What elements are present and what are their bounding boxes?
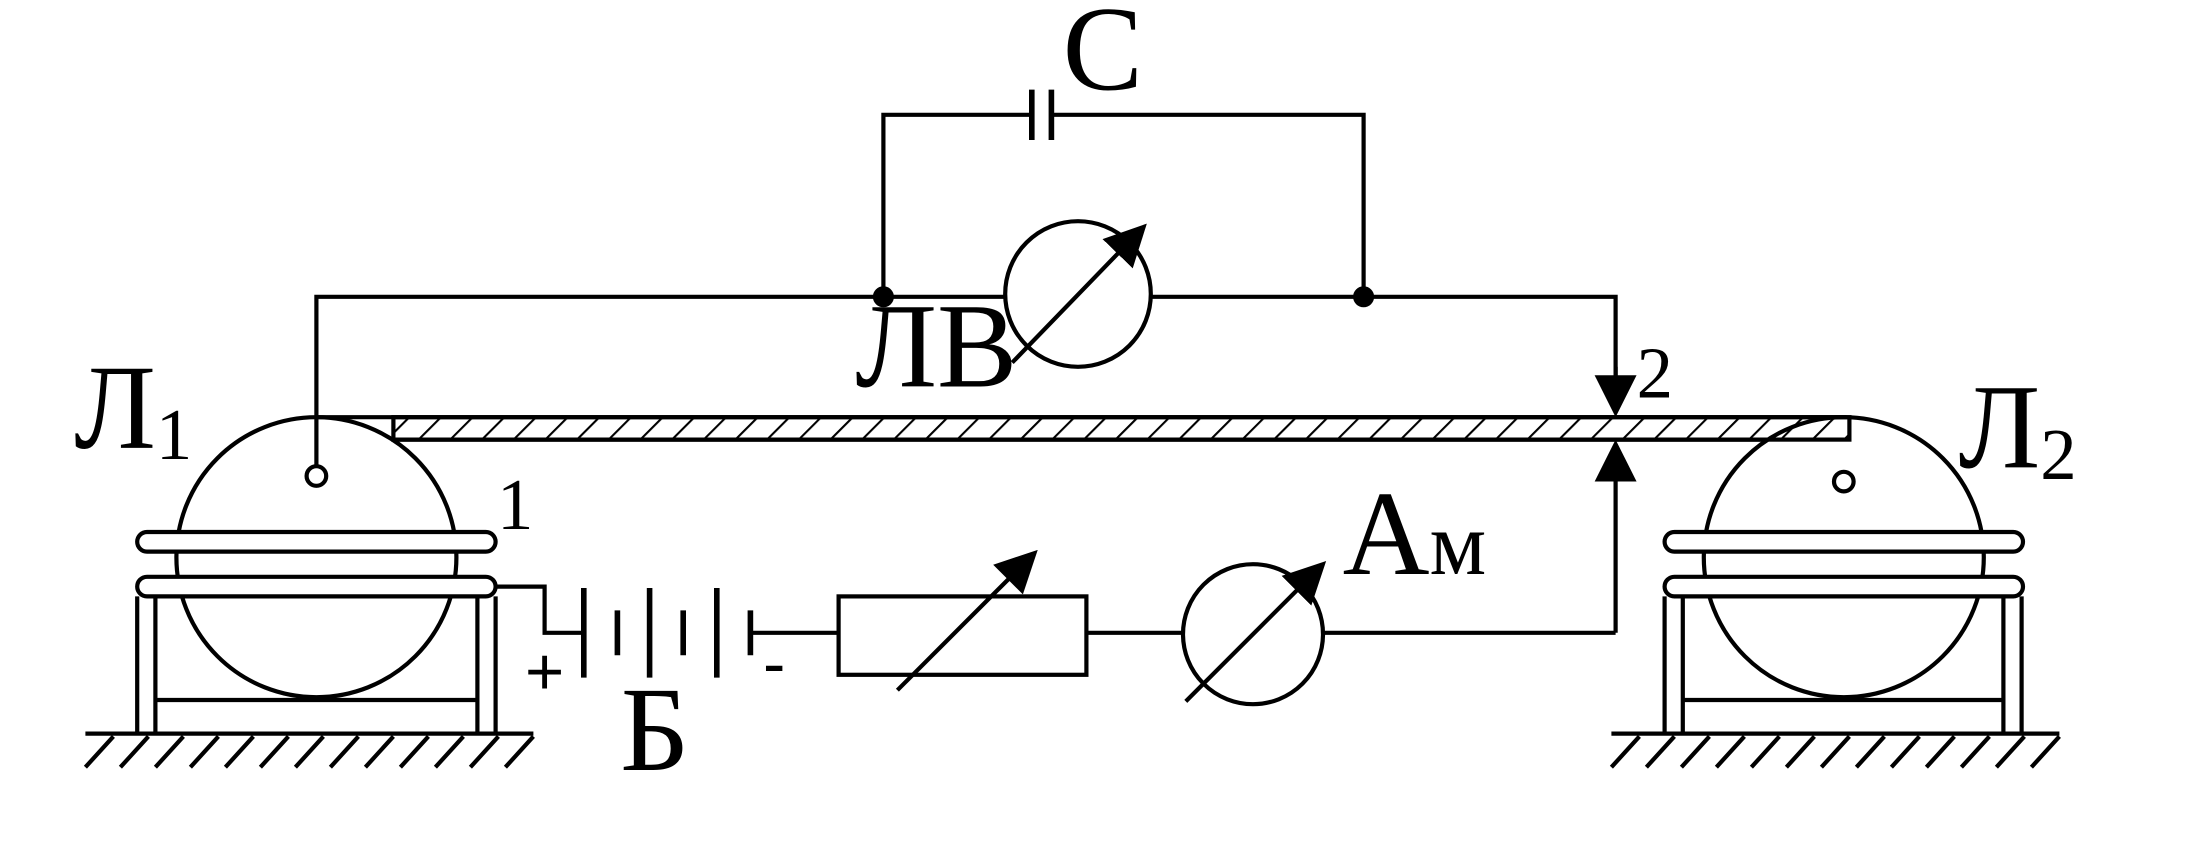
capacitor-branch (881, 112, 1366, 297)
ammeter-arrow-icon (1184, 561, 1327, 703)
battery-symbol (580, 588, 754, 678)
junction-dot-left (872, 286, 894, 308)
capacitor-label: С (1063, 0, 1143, 117)
voltmeter-label: ЛВ (855, 280, 1017, 413)
ammeter-circle (1180, 562, 1326, 707)
hatched-strip (391, 415, 1852, 442)
voltmeter-circle (1003, 219, 1153, 369)
junction-dot-right (1353, 286, 1375, 308)
lamp-left-ground-hatch (83, 734, 535, 769)
lamp-left-clamp-lower (135, 574, 498, 599)
voltmeter-arrow-icon (1010, 223, 1147, 365)
ammeter (1180, 561, 1327, 707)
lamp-right (1609, 415, 2061, 769)
battery-minus-sign: - (763, 626, 785, 701)
lamp-right-label: Л2 (1959, 362, 2077, 495)
contact-1-label: 1 (497, 464, 533, 545)
lamp-right-stand (1662, 596, 2024, 734)
ammeter-label: Ам (1343, 468, 1487, 601)
ammeter-label-sub: м (1430, 495, 1487, 594)
lamp-right-bulb (1701, 415, 1986, 700)
ammeter-label-main: А (1343, 468, 1430, 601)
lamp-left-stand (135, 596, 498, 734)
rheostat-body (836, 594, 1089, 677)
lamp-left-terminal (304, 464, 329, 488)
voltmeter (1003, 219, 1153, 369)
lamp-left-bulb (174, 415, 459, 700)
lamp-right-ground-hatch (1609, 734, 2061, 769)
lamp-right-clamp-upper (1662, 529, 2026, 554)
lamp-left-label: Л1 (74, 342, 192, 475)
lamp-right-label-sub: 2 (2040, 414, 2076, 495)
lamp-left-clamp-upper (135, 529, 498, 554)
lamp-right-clamp-lower (1662, 574, 2026, 599)
capacitor-symbol (1029, 89, 1055, 140)
lamp-left (83, 415, 535, 769)
rheostat-arrow-icon (895, 549, 1038, 692)
lamp-left-label-sub: 1 (156, 394, 192, 475)
contact-2-label: 2 (1637, 333, 1673, 414)
battery-label: Б (620, 664, 689, 797)
lamp-right-terminal (1831, 469, 1856, 494)
battery-plus-sign: + (525, 634, 564, 709)
lamp-right-label-main: Л (1959, 362, 2041, 495)
rheostat (836, 549, 1089, 692)
lamp-left-label-main: Л (74, 342, 156, 475)
bottom-wire (495, 584, 1616, 635)
